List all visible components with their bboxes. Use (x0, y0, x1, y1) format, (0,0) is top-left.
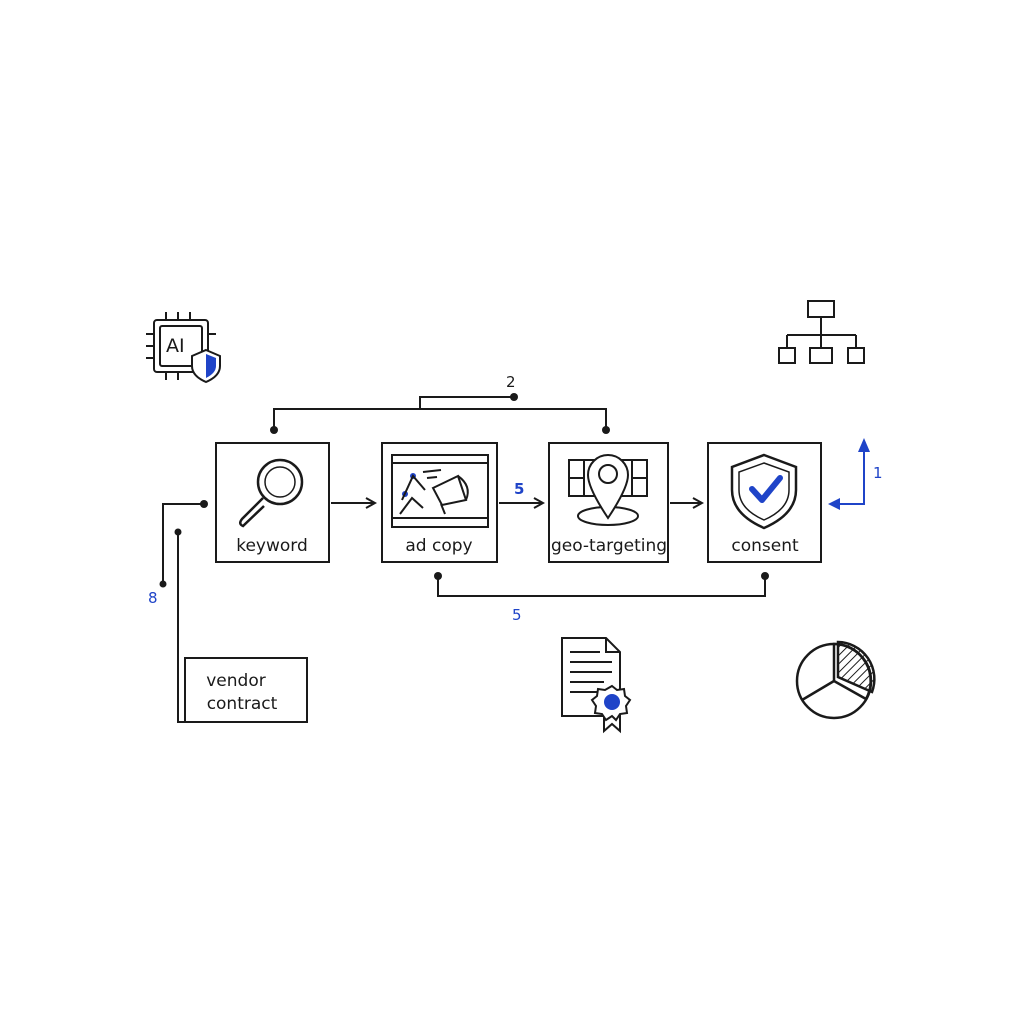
consent-input-connector (836, 448, 865, 505)
connector-dot (761, 572, 769, 580)
connector-dot (200, 500, 208, 508)
map-pin-icon (568, 454, 648, 526)
connector-dot (270, 426, 278, 434)
up-arrowhead (858, 438, 870, 452)
pie-chart-icon (795, 640, 876, 720)
edge-label-adcopy-geo: 5 (514, 480, 524, 498)
connector-dot (602, 426, 610, 434)
edge-label-bottom: 5 (512, 606, 522, 624)
certificate-document-icon (561, 637, 632, 734)
connector-dot (174, 528, 182, 536)
vendor-bracket-connector (162, 503, 308, 723)
chip-label: AI (166, 335, 185, 357)
vendor-box-line2: contract (207, 694, 278, 714)
node-consent-label: consent (731, 536, 799, 556)
node-keyword-label: keyword (236, 536, 308, 556)
edge-label-consent-input: 1 (873, 464, 883, 482)
org-chart-icon (778, 300, 865, 364)
edge-label-vendor: 8 (148, 589, 158, 607)
magnifier-icon (239, 458, 304, 528)
billboard-megaphone-icon (391, 454, 489, 528)
node-ad-copy-label: ad copy (405, 536, 472, 556)
node-geo-targeting-label: geo-targeting (551, 536, 667, 556)
ai-chip-shield-icon (146, 312, 221, 384)
bottom-bracket-connector (437, 576, 766, 597)
connector-dot (159, 580, 167, 588)
top-bracket-connector (273, 396, 607, 430)
shield-check-icon (730, 453, 798, 530)
connector-dot (510, 393, 518, 401)
vendor-box-line1: vendor (206, 671, 265, 691)
edge-label-top: 2 (506, 373, 516, 391)
connector-dot (434, 572, 442, 580)
left-arrowhead (828, 498, 840, 510)
